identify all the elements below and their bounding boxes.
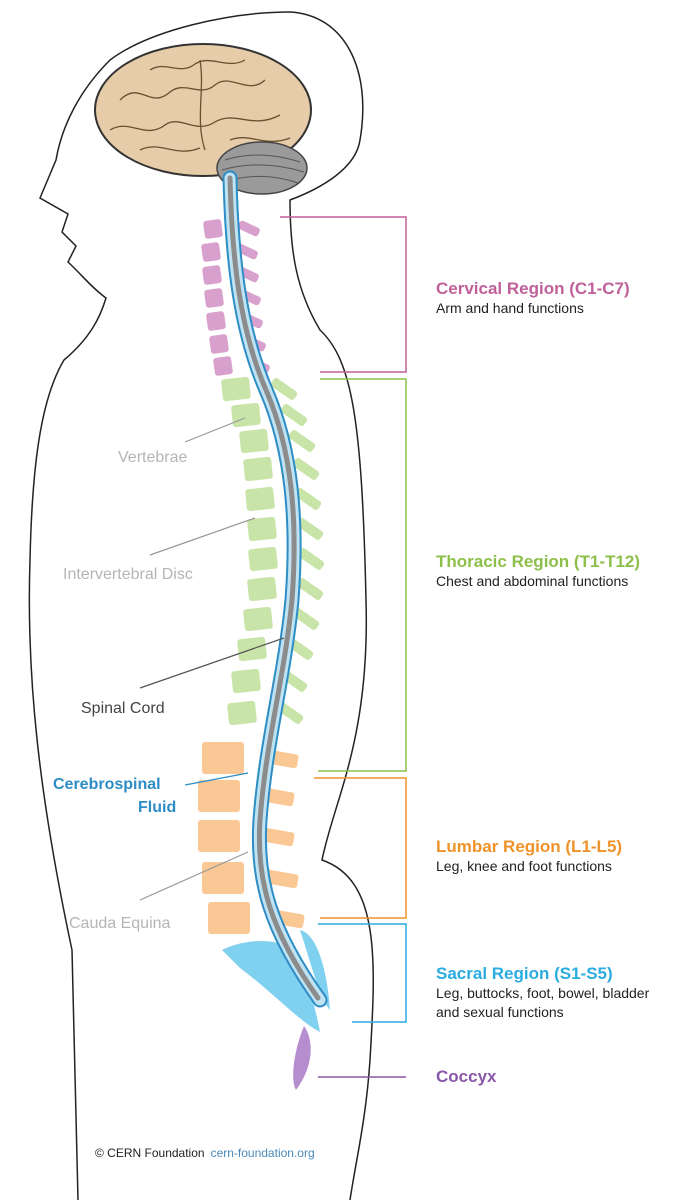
thoracic-vertebra (247, 516, 277, 542)
csf-label-line1: Cerebrospinal (53, 776, 161, 793)
sacral-region-description-line1: Leg, buttocks, foot, bowel, bladder (436, 985, 650, 1001)
thoracic-vertebra (239, 428, 269, 454)
cervical-vertebra (206, 311, 226, 331)
thoracic-spinous-process (292, 608, 320, 630)
lumbar-vertebra (202, 862, 244, 894)
lumbar-vertebra (198, 780, 240, 812)
sacral-region-description-line2: and sexual functions (436, 1004, 564, 1020)
body-silhouette (28, 11, 291, 1200)
cervical-vertebra (201, 242, 221, 262)
thoracic-region: Thoracic Region (T1-T12) Chest and abdom… (436, 552, 640, 591)
thoracic-spinous-process (292, 458, 320, 480)
cervical-vertebra (213, 356, 233, 376)
vertebral-column (198, 219, 330, 1090)
cervical-vertebra (209, 334, 229, 354)
sacrum-posterior (300, 930, 330, 1010)
lumbar-vertebra (198, 820, 240, 852)
coccyx-bone (293, 1026, 311, 1090)
thoracic-bracket (318, 378, 407, 772)
thoracic-spinous-process (280, 404, 308, 426)
website-link[interactable]: cern-foundation.org (210, 1146, 315, 1160)
thoracic-vertebra (231, 668, 261, 694)
thoracic-spinous-process (288, 430, 316, 452)
thoracic-spinous-process (276, 702, 304, 724)
lumbar-spinous-process (265, 869, 299, 889)
thoracic-vertebra (248, 546, 278, 572)
spinal-cord-path (227, 175, 321, 1001)
thoracic-vertebra (243, 456, 273, 482)
thoracic-spinous-process (270, 378, 298, 400)
thoracic-vertebra (231, 402, 261, 428)
thoracic-spinous-process (296, 518, 324, 540)
sacral-bracket (318, 923, 407, 1023)
cervical-bracket (280, 216, 407, 373)
cervical-spinous-process (236, 243, 258, 260)
csf-label-line2: Fluid (138, 799, 177, 816)
intervertebral-disc-label: Intervertebral Disc (63, 566, 193, 583)
thoracic-spinous-process (297, 548, 325, 570)
cauda-equina-label: Cauda Equina (69, 915, 171, 932)
thoracic-region-title: Thoracic Region (T1-T12) (436, 552, 641, 571)
cervical-region-title: Cervical Region (C1-C7) (436, 279, 630, 298)
thoracic-vertebra (247, 576, 277, 602)
thoracic-vertebra (227, 700, 257, 726)
lumbar-bracket (314, 777, 407, 919)
lumbar-region-title: Lumbar Region (L1-L5) (436, 837, 623, 856)
csf-pointer (184, 772, 249, 786)
sacral-region: Sacral Region (S1-S5) Leg, buttocks, foo… (436, 964, 649, 1022)
lumbar-vertebra (208, 902, 250, 934)
vertebrae-pointer (184, 417, 246, 443)
brain-folds (109, 59, 291, 152)
thoracic-vertebra (245, 486, 275, 512)
coccyx-region-title: Coccyx (436, 1067, 497, 1086)
thoracic-spinous-process (294, 488, 322, 510)
footer: © CERN Foundation cern-foundation.org (95, 1146, 315, 1160)
back-silhouette (289, 11, 374, 1200)
sacral-region-title: Sacral Region (S1-S5) (436, 964, 613, 983)
coccyx-region: Coccyx (436, 1067, 496, 1087)
cervical-vertebra (202, 265, 222, 285)
thoracic-region-description: Chest and abdominal functions (436, 573, 629, 589)
copyright-text: © CERN Foundation (95, 1146, 205, 1160)
vertebrae-label: Vertebrae (118, 449, 188, 466)
cervical-vertebra (204, 288, 224, 308)
thoracic-vertebra (221, 376, 251, 402)
spinal-cord-label: Spinal Cord (81, 700, 165, 717)
cerebellum (216, 141, 308, 195)
lumbar-region: Lumbar Region (L1-L5) Leg, knee and foot… (436, 837, 622, 876)
thoracic-spinous-process (296, 578, 324, 600)
lumbar-vertebra (202, 742, 244, 774)
cervical-region-description: Arm and hand functions (436, 300, 584, 316)
lumbar-region-description: Leg, knee and foot functions (436, 858, 612, 874)
spinal-cord-pointer (139, 637, 285, 689)
cauda-equina-pointer (139, 851, 249, 901)
thoracic-vertebra (243, 606, 273, 632)
lumbar-spinous-process (261, 827, 295, 847)
cervical-region: Cervical Region (C1-C7) Arm and hand fun… (436, 279, 630, 318)
disc-pointer (149, 517, 256, 556)
cervical-spinous-process (238, 220, 260, 237)
cervical-vertebra (203, 219, 223, 239)
